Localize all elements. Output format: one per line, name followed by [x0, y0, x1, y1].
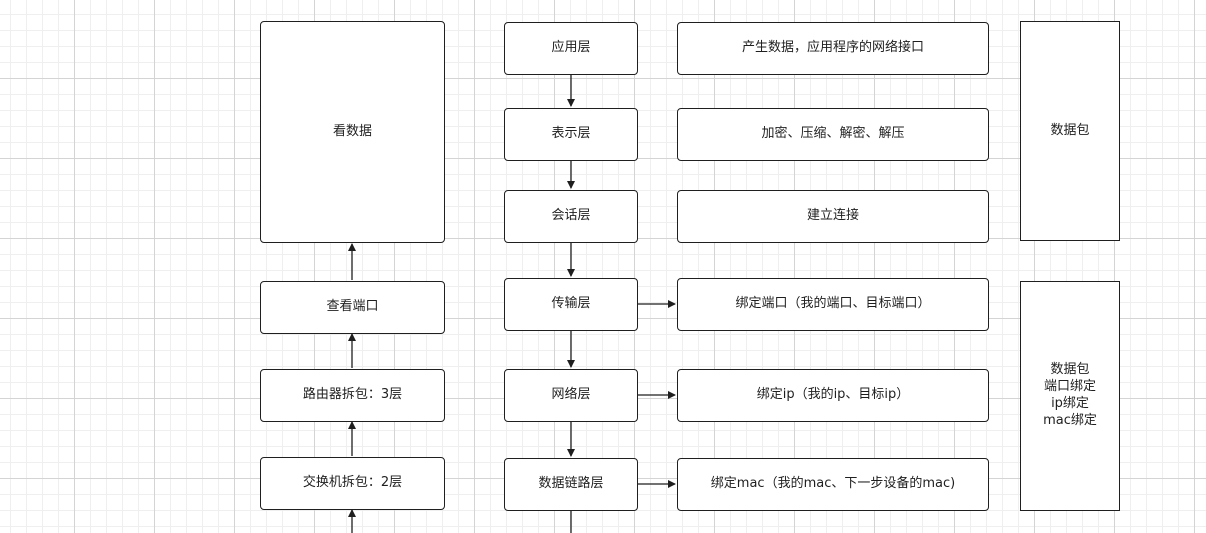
layer-description: 绑定端口（我的端口、目标端口） [735, 296, 931, 312]
switch-unpack-label: 交换机拆包：2层 [302, 475, 403, 491]
router-unpack-label: 路由器拆包：3层 [302, 387, 403, 403]
router-unpack-box: 路由器拆包：3层 [260, 369, 445, 422]
layer-transport-box: 传输层 [504, 278, 638, 331]
view-port-label: 查看端口 [326, 299, 379, 315]
layer-description: 绑定ip（我的ip、目标ip） [756, 387, 910, 403]
switch-unpack-box: 交换机拆包：2层 [260, 457, 445, 510]
layer-datalink-box: 数据链路层 [504, 458, 638, 511]
view-port-box: 查看端口 [260, 281, 445, 334]
view-data-label: 看数据 [332, 123, 372, 139]
desc-presentation-box: 加密、压缩、解密、解压 [677, 108, 989, 161]
layer-network-box: 网络层 [504, 369, 638, 422]
desc-application-box: 产生数据，应用程序的网络接口 [677, 22, 989, 75]
view-data-box: 看数据 [260, 21, 445, 243]
packet-bottom-box: 数据包 端口绑定 ip绑定 mac绑定 [1020, 281, 1120, 511]
layer-name: 表示层 [551, 126, 591, 142]
layer-description: 产生数据，应用程序的网络接口 [741, 40, 924, 56]
packet-top-box: 数据包 [1020, 21, 1120, 241]
layer-name: 应用层 [551, 40, 591, 56]
layer-description: 绑定mac（我的mac、下一步设备的mac) [710, 476, 956, 492]
desc-network-box: 绑定ip（我的ip、目标ip） [677, 369, 989, 422]
layer-application-box: 应用层 [504, 22, 638, 75]
layer-description: 建立连接 [806, 208, 859, 224]
packet-top-label: 数据包 [1050, 122, 1090, 138]
desc-datalink-box: 绑定mac（我的mac、下一步设备的mac) [677, 458, 989, 511]
layer-name: 网络层 [551, 387, 591, 403]
layer-session-box: 会话层 [504, 190, 638, 243]
layer-presentation-box: 表示层 [504, 108, 638, 161]
packet-bottom-label: 数据包 端口绑定 ip绑定 mac绑定 [1043, 362, 1097, 428]
layer-name: 传输层 [551, 296, 591, 312]
desc-transport-box: 绑定端口（我的端口、目标端口） [677, 278, 989, 331]
layer-name: 会话层 [551, 208, 591, 224]
desc-session-box: 建立连接 [677, 190, 989, 243]
layer-name: 数据链路层 [538, 476, 604, 492]
layer-description: 加密、压缩、解密、解压 [761, 126, 905, 142]
